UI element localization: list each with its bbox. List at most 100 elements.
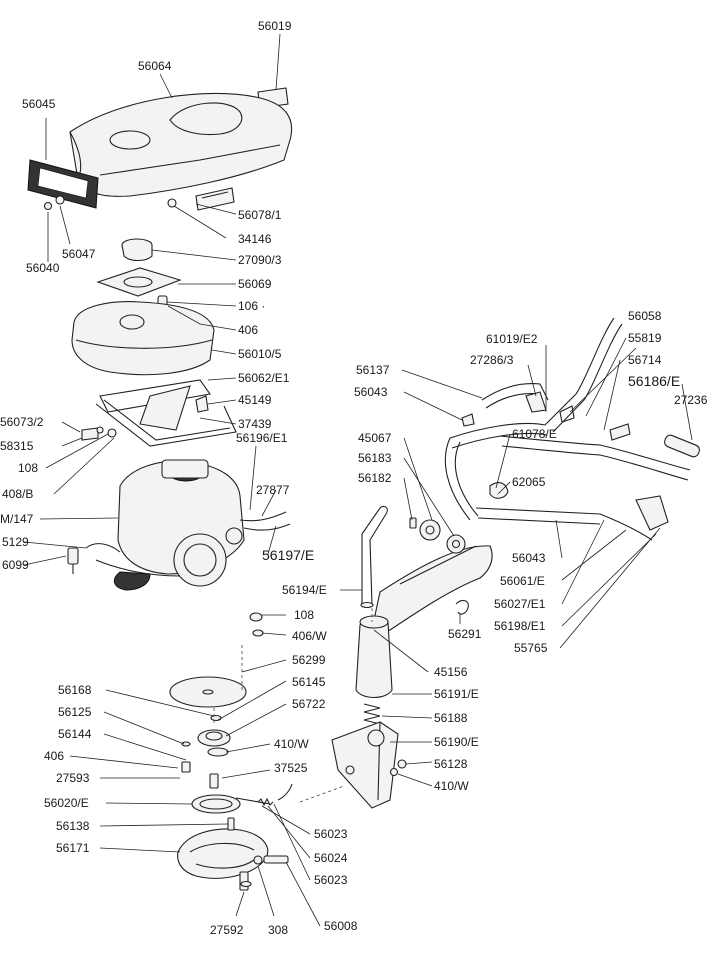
label-45067: 45067: [358, 431, 392, 445]
label-56078-1: 56078/1: [238, 208, 282, 222]
part-clip-45149: [195, 395, 209, 413]
label-45149: 45149: [238, 393, 272, 407]
label-406-lower: 406: [44, 749, 64, 763]
label-56171: 56171: [56, 841, 90, 855]
label-27090-3: 27090/3: [238, 253, 282, 267]
part-gasket-56069: [96, 267, 182, 297]
label-56069: 56069: [238, 277, 272, 291]
part-label-56078-1: [195, 187, 235, 211]
label-56198-E1: 56198/E1: [494, 619, 546, 633]
label-55819: 55819: [628, 331, 662, 345]
label-5129: 5129: [2, 535, 29, 549]
label-56043-upper: 56043: [354, 385, 388, 399]
part-engine-block: [85, 459, 291, 591]
part-fuel-tank-56010-5: [71, 301, 215, 376]
part-gear-56183: [409, 517, 466, 554]
part-main-arm: [355, 545, 493, 699]
label-56186-E: 56186/E: [628, 373, 680, 389]
label-406-upper: 406: [238, 323, 258, 337]
label-56128: 56128: [434, 757, 468, 771]
label-56137: 56137: [356, 363, 390, 377]
label-56190-E: 56190/E: [434, 735, 479, 749]
part-frame-56062-E1: [95, 379, 237, 447]
label-408-B: 408/B: [2, 487, 33, 501]
part-washer-108: [107, 428, 117, 438]
label-56058: 56058: [628, 309, 662, 323]
label-27592: 27592: [210, 923, 244, 937]
part-labels: 56019 56064 56045 56078/1 34146 56047 56…: [0, 19, 708, 937]
label-56138: 56138: [56, 819, 90, 833]
leader-lines: [23, 33, 693, 927]
label-56024: 56024: [314, 851, 348, 865]
label-56183: 56183: [358, 451, 392, 465]
label-56047: 56047: [62, 247, 96, 261]
label-56064: 56064: [138, 59, 172, 73]
fastener-56047: [55, 195, 65, 205]
label-56023-upper: 56023: [314, 827, 348, 841]
label-55765: 55765: [514, 641, 548, 655]
label-56194-E: 56194/E: [282, 583, 327, 597]
label-56291: 56291: [448, 627, 482, 641]
label-61078-E: 61078/E: [512, 427, 557, 441]
label-58315: 58315: [0, 439, 34, 453]
label-56020-E: 56020/E: [44, 796, 89, 810]
label-56196-E1: 56196/E1: [236, 431, 288, 445]
label-27236: 27236: [674, 393, 708, 407]
part-pulley-56722: [197, 714, 231, 757]
part-handlebar: [444, 317, 700, 541]
label-410-W-left: 410/W: [274, 737, 309, 751]
label-56061-E: 56061/E: [500, 574, 545, 588]
label-56197-E: 56197/E: [262, 547, 314, 563]
part-bracket-56137: [481, 383, 549, 413]
label-34146: 34146: [238, 232, 272, 246]
label-56073-2: 56073/2: [0, 415, 44, 429]
label-410-W-right: 410/W: [434, 779, 469, 793]
label-56019: 56019: [258, 19, 292, 33]
label-56043-lower: 56043: [512, 551, 546, 565]
label-56008: 56008: [324, 919, 358, 933]
part-column-56194-E: [360, 505, 388, 609]
label-56040: 56040: [26, 261, 60, 275]
label-106: 106 ·: [238, 299, 265, 313]
part-hook-56291: [455, 599, 469, 615]
label-56722: 56722: [292, 697, 326, 711]
label-62065: 62065: [512, 475, 546, 489]
label-27593: 27593: [56, 771, 90, 785]
label-147: M/147: [0, 512, 34, 526]
label-406-W: 406/W: [292, 629, 327, 643]
assembly-guide-lines: [213, 608, 373, 803]
part-plug-6099: [67, 547, 79, 574]
label-56191-E: 56191/E: [434, 687, 479, 701]
label-56045: 56045: [22, 97, 56, 111]
label-45156: 45156: [434, 665, 468, 679]
label-56062-E1: 56062/E1: [238, 371, 290, 385]
part-bolt-56144: [181, 741, 219, 789]
fastener-56040: [43, 201, 53, 211]
label-308: 308: [268, 923, 288, 937]
label-56023-lower: 56023: [314, 873, 348, 887]
label-56125: 56125: [58, 705, 92, 719]
label-27877: 27877: [256, 483, 290, 497]
label-61019-E2: 61019/E2: [486, 332, 538, 346]
part-base-56171: [177, 817, 269, 879]
label-6099: 6099: [2, 558, 29, 572]
label-56299: 56299: [292, 653, 326, 667]
label-56144: 56144: [58, 727, 92, 741]
part-decal-56045: [27, 159, 99, 209]
label-56010-5: 56010/5: [238, 347, 282, 361]
part-tag-56073-2: [81, 426, 104, 441]
label-56714: 56714: [628, 353, 662, 367]
label-56182: 56182: [358, 471, 392, 485]
part-engine-cover-56064: [69, 92, 293, 197]
label-37525: 37525: [274, 761, 308, 775]
part-washer-108b: [249, 612, 264, 637]
fastener-34146: [167, 198, 177, 208]
part-housing-56190-E: [331, 721, 399, 809]
label-37439: 37439: [238, 417, 272, 431]
label-108-upper: 108: [18, 461, 38, 475]
part-disc-56299: [169, 645, 247, 708]
label-27286-3: 27286/3: [470, 353, 514, 367]
label-108-lower: 108: [294, 608, 314, 622]
part-clamp-56020-E: [191, 783, 293, 814]
